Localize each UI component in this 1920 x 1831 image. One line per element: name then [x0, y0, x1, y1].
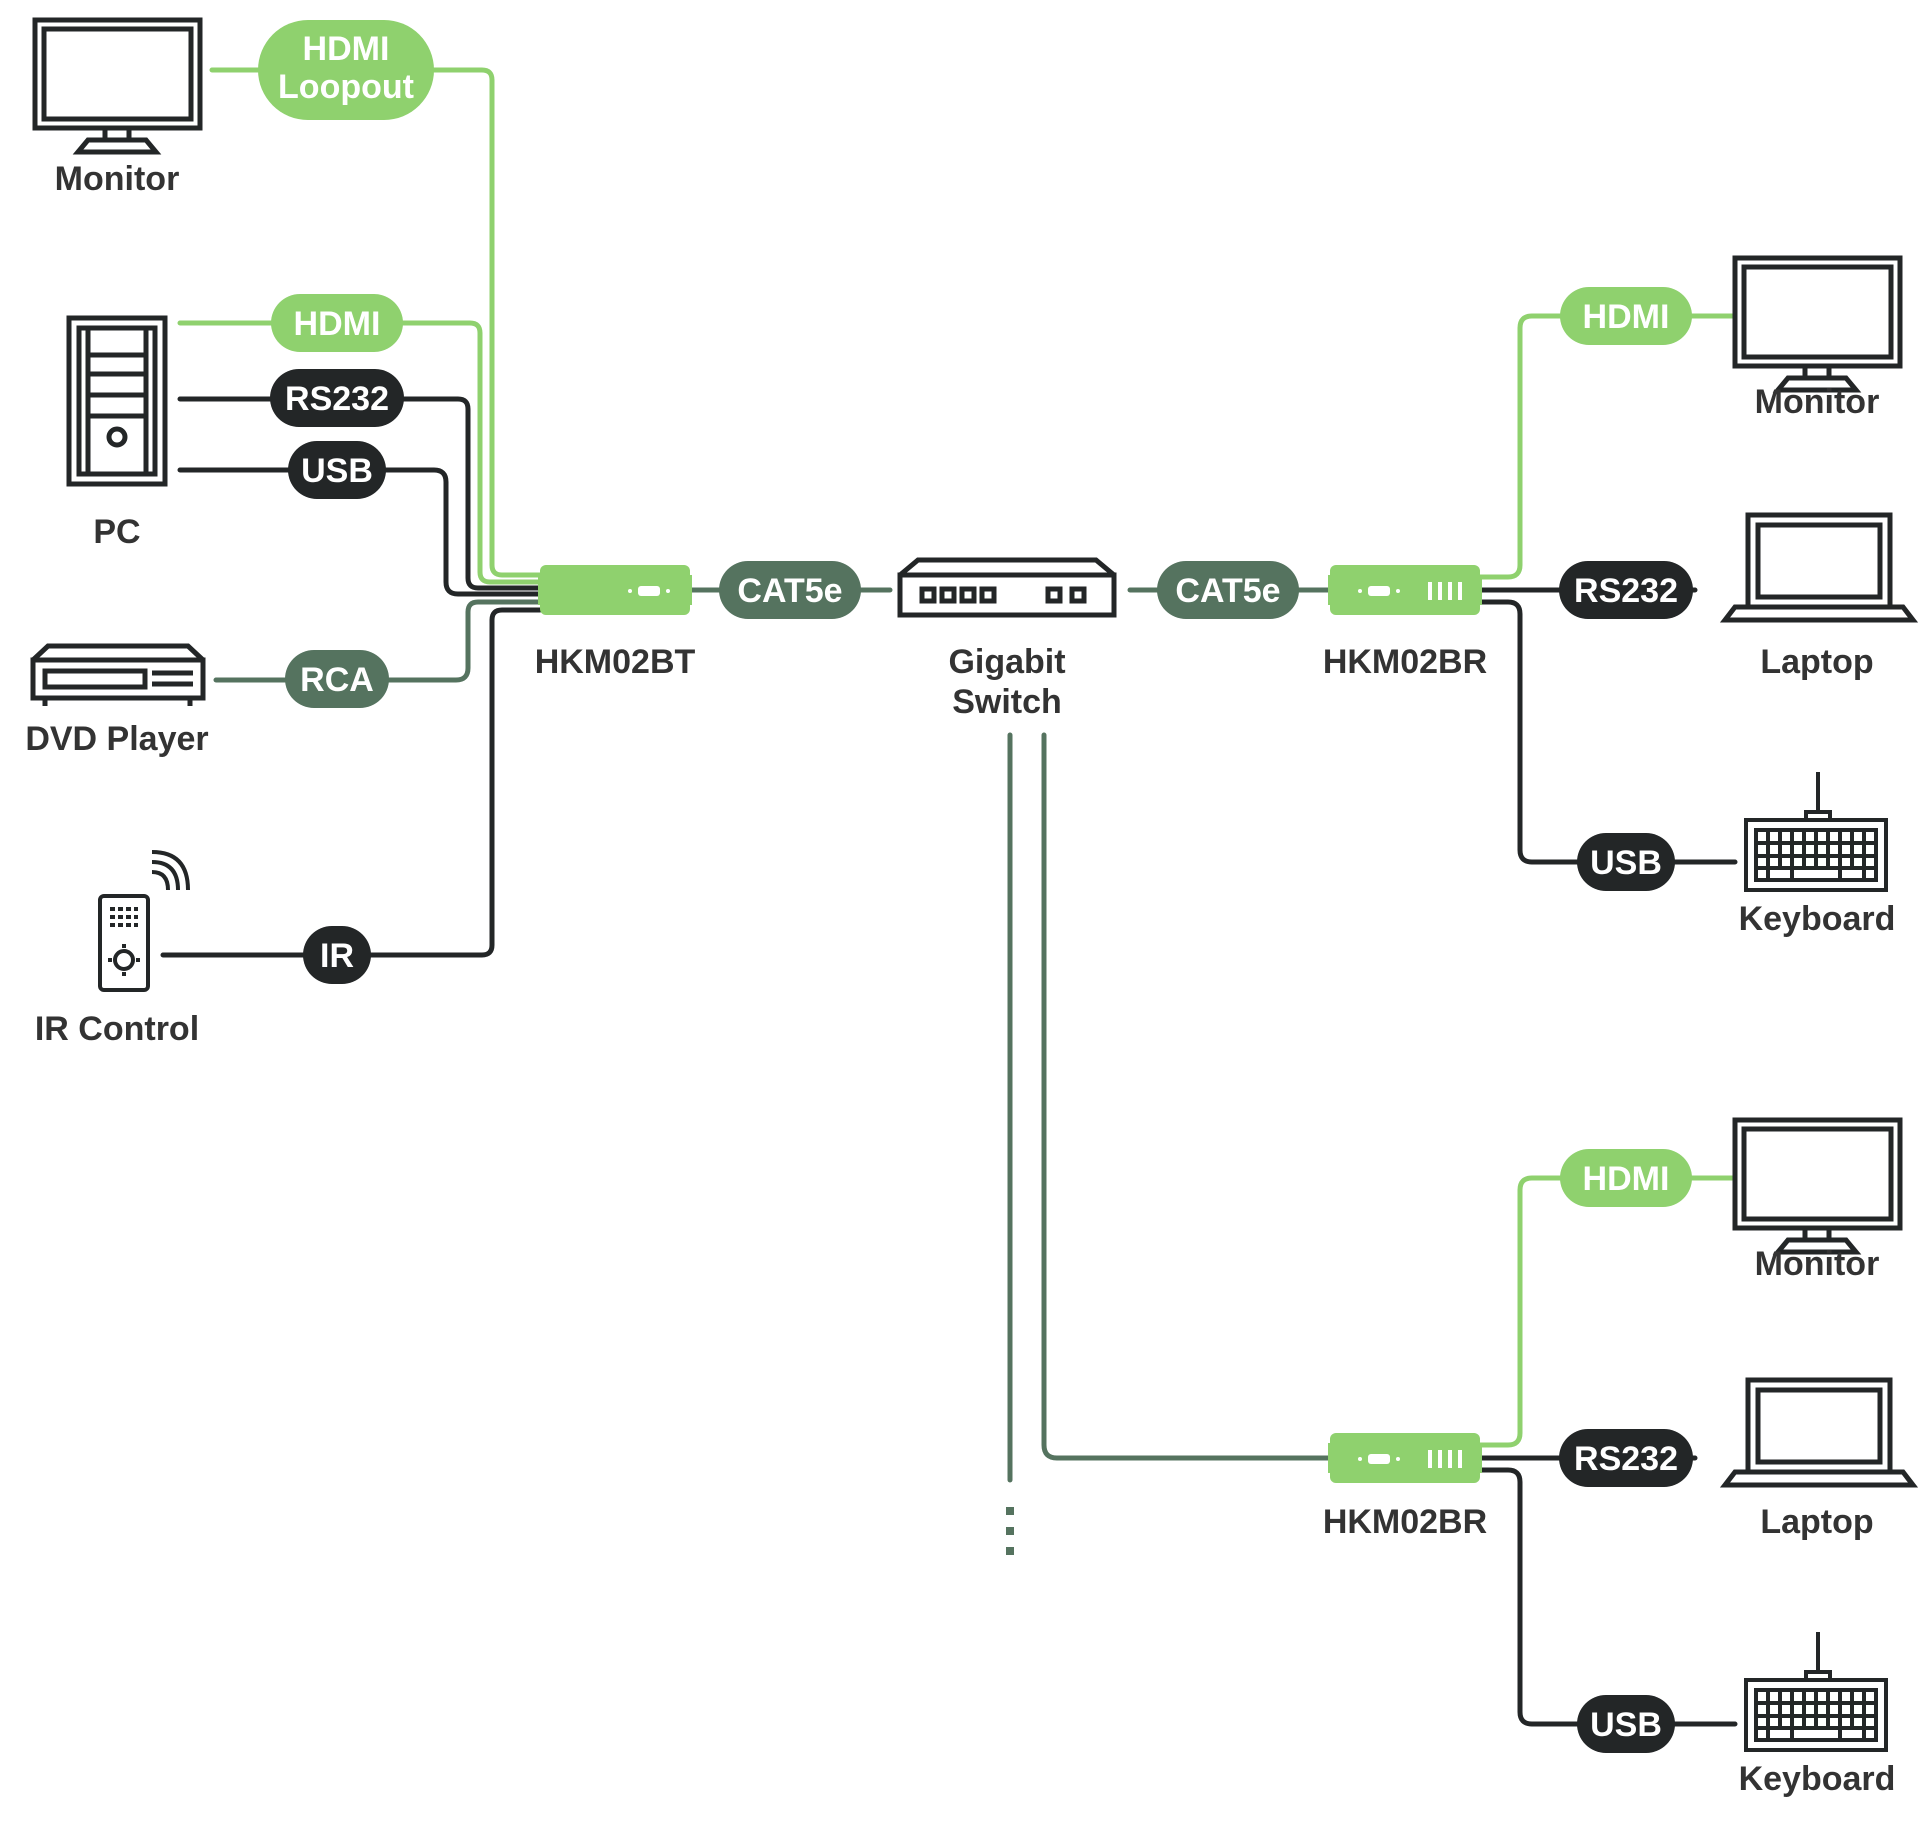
pill-ir-label: IR: [320, 937, 354, 975]
label-r2-monitor: Monitor: [1755, 1245, 1880, 1283]
pill-r2-hdmi-label: HDMI: [1583, 1160, 1670, 1198]
pill-cat5e-left: CAT5e: [719, 561, 861, 619]
pill-r1-usb: USB: [1577, 833, 1675, 891]
cable-ir: [160, 607, 543, 958]
pill-hdmi-loopout: HDMI Loopout: [258, 20, 434, 120]
keyboard-icon: [1744, 1632, 1888, 1752]
label-receiver-1: HKM02BR: [1323, 643, 1487, 681]
cable-hdmi-loopout: [209, 67, 543, 578]
pill-r2-usb-label: USB: [1590, 1706, 1662, 1744]
dvd-player-icon: [30, 643, 206, 706]
label-ir-control: IR Control: [35, 1010, 199, 1048]
pill-r2-usb: USB: [1577, 1695, 1675, 1753]
network-switch-icon: [897, 557, 1117, 618]
label-dvd-player: DVD Player: [25, 720, 208, 758]
pill-r1-hdmi-label: HDMI: [1583, 298, 1670, 336]
pill-pc-hdmi: HDMI: [271, 294, 403, 352]
pill-pc-usb-label: USB: [301, 452, 373, 490]
pill-hdmi-loopout-line1: HDMI: [303, 30, 390, 68]
pill-r1-rs232-label: RS232: [1574, 572, 1678, 610]
laptop-icon: [1719, 512, 1919, 623]
pill-r2-rs232: RS232: [1559, 1429, 1693, 1487]
pill-dvd-rca: RCA: [285, 650, 389, 708]
pill-ir: IR: [303, 926, 371, 984]
cable-r2-usb: [1477, 1467, 1738, 1727]
monitor-icon: [1732, 255, 1903, 393]
label-receiver-2: HKM02BR: [1323, 1503, 1487, 1541]
pill-pc-hdmi-label: HDMI: [294, 305, 381, 343]
laptop-icon: [1719, 1377, 1919, 1488]
cable-r1-hdmi: [1477, 313, 1738, 580]
label-r2-laptop: Laptop: [1760, 1503, 1873, 1541]
pc-tower-icon: [66, 315, 168, 487]
pill-r1-hdmi: HDMI: [1560, 287, 1692, 345]
pill-cat5e-right: CAT5e: [1157, 561, 1299, 619]
label-r1-laptop: Laptop: [1760, 643, 1873, 681]
pill-cat5e-left-label: CAT5e: [737, 572, 842, 610]
pill-pc-rs232-label: RS232: [285, 380, 389, 418]
label-switch-line2: Switch: [952, 683, 1062, 721]
pill-r2-hdmi: HDMI: [1560, 1149, 1692, 1207]
extender-icon: [538, 565, 692, 615]
continuation-dots: [1006, 1507, 1014, 1555]
monitor-icon: [32, 17, 203, 155]
cable-r2-hdmi: [1477, 1175, 1738, 1448]
pill-cat5e-right-label: CAT5e: [1175, 572, 1280, 610]
pill-r2-rs232-label: RS232: [1574, 1440, 1678, 1478]
label-switch-line1: Gigabit: [948, 643, 1065, 681]
pill-r1-usb-label: USB: [1590, 844, 1662, 882]
label-r2-keyboard: Keyboard: [1739, 1760, 1896, 1798]
pill-pc-rs232: RS232: [270, 369, 404, 427]
label-pc: PC: [93, 513, 140, 551]
cable-r1-usb: [1477, 599, 1738, 865]
cable-pc-rs232: [177, 396, 543, 591]
connector-pills: HDMI Loopout HDMI RS232 USB RCA IR CAT5e: [258, 20, 1693, 1753]
remote-control-icon: [98, 850, 190, 992]
pill-dvd-rca-label: RCA: [300, 661, 374, 699]
monitor-icon: [1732, 1117, 1903, 1255]
pill-pc-usb: USB: [288, 441, 386, 499]
cable-pc-usb: [177, 467, 543, 597]
label-r1-monitor: Monitor: [1755, 383, 1880, 421]
pill-hdmi-loopout-line2: Loopout: [278, 68, 414, 106]
cables: [160, 67, 1738, 1727]
label-r1-keyboard: Keyboard: [1739, 900, 1896, 938]
device-labels: Monitor PC DVD Player IR Control HKM02BT…: [25, 160, 1895, 1798]
cable-dvd-rca: [213, 599, 543, 683]
cable-pc-hdmi: [177, 320, 543, 585]
extender-icon: [1328, 1433, 1482, 1483]
extender-icon: [1328, 565, 1482, 615]
cable-switch-downlink-2: [1041, 732, 1338, 1461]
label-monitor-top: Monitor: [55, 160, 180, 198]
keyboard-icon: [1744, 772, 1888, 892]
label-transmitter: HKM02BT: [535, 643, 696, 681]
pill-r1-rs232: RS232: [1559, 561, 1693, 619]
